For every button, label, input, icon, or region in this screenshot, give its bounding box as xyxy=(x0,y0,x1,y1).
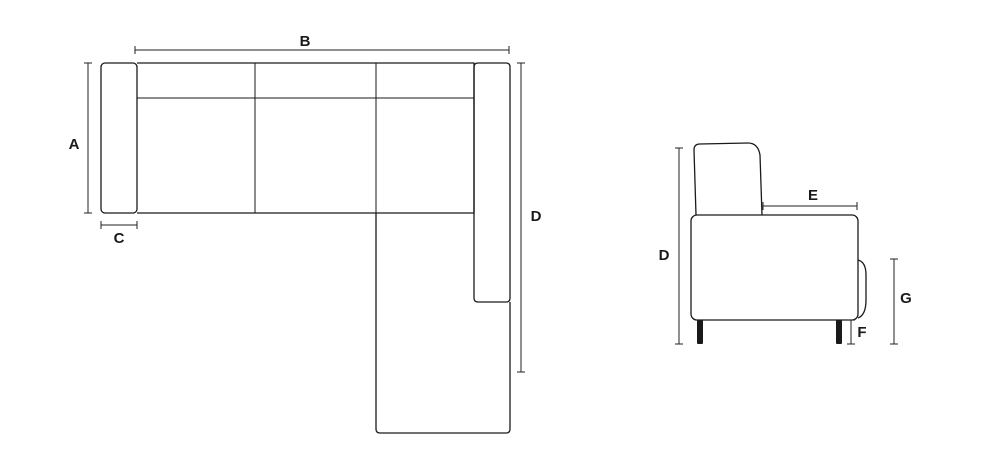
side-leg-front xyxy=(836,320,842,344)
dimension-e: E xyxy=(762,187,858,210)
dimension-g: G xyxy=(890,258,912,345)
label-g: G xyxy=(900,290,912,307)
label-c: C xyxy=(114,230,125,247)
side-view-sofa xyxy=(690,142,867,344)
label-d-side: D xyxy=(659,247,670,264)
dimension-d-side: D xyxy=(659,147,683,345)
main-sofa-body xyxy=(137,62,475,214)
side-leg-back xyxy=(697,320,703,344)
label-b: B xyxy=(300,33,311,50)
right-armrest xyxy=(473,62,511,303)
top-view-sofa xyxy=(100,62,511,434)
label-a: A xyxy=(69,136,80,153)
chaise-longue xyxy=(375,213,511,434)
side-body xyxy=(690,214,859,321)
label-e: E xyxy=(808,187,818,204)
dimension-c: C xyxy=(100,221,138,247)
dimension-d-top: D xyxy=(517,62,542,373)
dimension-b: B xyxy=(134,33,510,54)
label-d-top: D xyxy=(531,208,542,225)
dimension-a: A xyxy=(69,62,92,214)
label-f: F xyxy=(857,324,866,341)
side-front-cushion xyxy=(857,259,867,319)
left-armrest xyxy=(100,62,138,214)
dimension-f: F xyxy=(847,319,867,345)
side-backrest xyxy=(693,142,763,216)
